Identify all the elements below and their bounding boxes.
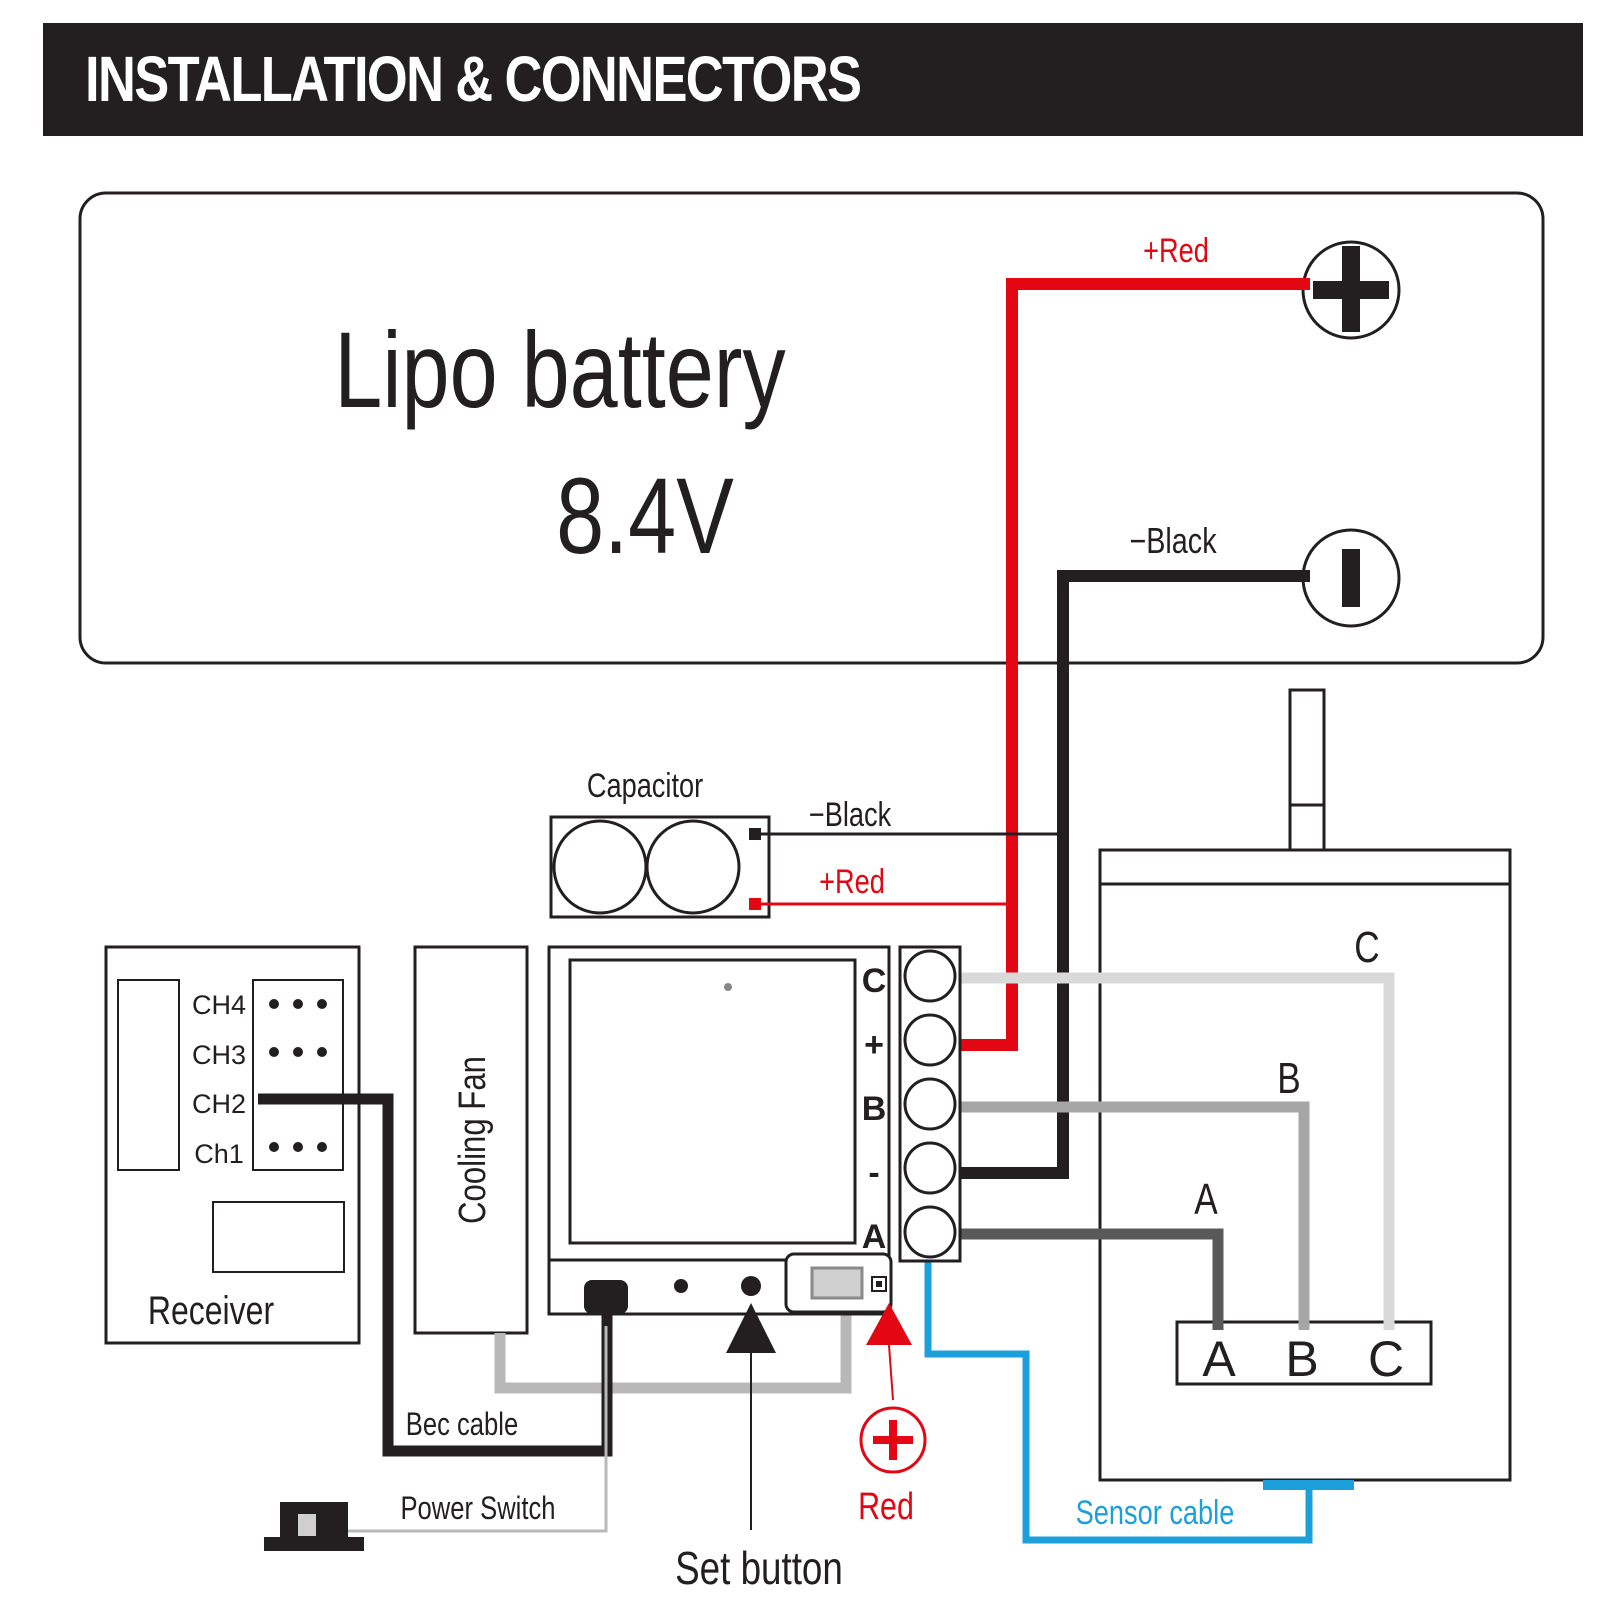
- battery-positive-terminal: [1301, 240, 1401, 340]
- motor: [1098, 688, 1512, 1482]
- esc-led: [674, 1279, 688, 1293]
- bec-cable-grey: [494, 1296, 852, 1394]
- capacitor-label: Capacitor: [587, 766, 703, 805]
- phase-b-wire-label: B: [1277, 1054, 1300, 1103]
- page-title: INSTALLATION & CONNECTORS: [85, 43, 862, 115]
- power-switch-wire: [348, 1326, 608, 1533]
- motor-phase-block: [1175, 1320, 1433, 1386]
- phase-c-wire: [952, 972, 1395, 1330]
- lipo-battery: Lipo battery 8.4V: [78, 191, 1545, 665]
- cooling-fan: Cooling Fan: [413, 945, 529, 1335]
- minus-icon: [1342, 549, 1360, 607]
- esc-unit: C + B - A: [547, 945, 962, 1316]
- header-banner: INSTALLATION & CONNECTORS: [43, 23, 1583, 136]
- set-button[interactable]: [741, 1276, 761, 1296]
- battery-name: Lipo battery: [334, 309, 786, 430]
- set-button-arrow: [726, 1303, 776, 1353]
- battery-black-wire: [952, 570, 1310, 1179]
- terminal-plus: +: [864, 1026, 884, 1064]
- capacitor-negative-label: −Black: [809, 795, 892, 834]
- channel-ch3: CH3: [192, 1040, 246, 1070]
- power-switch[interactable]: Power Switch: [264, 1326, 608, 1551]
- battery-body: [78, 191, 1545, 665]
- receiver: CH4 CH3 CH2 Ch1 Receiver: [104, 945, 361, 1345]
- receiver-label: Receiver: [148, 1288, 274, 1333]
- terminal-a: A: [862, 1218, 887, 1256]
- red-plus-marker: [859, 1406, 927, 1474]
- power-switch-label: Power Switch: [400, 1491, 555, 1526]
- motor-phase-c: C: [1368, 1331, 1404, 1387]
- battery-negative-label: −Black: [1129, 520, 1217, 561]
- capacitor: Capacitor −Black +Red: [549, 766, 1063, 919]
- battery-negative-terminal: [1301, 528, 1401, 628]
- channel-ch4: CH4: [192, 990, 246, 1020]
- phase-c-wire-label: C: [1354, 923, 1379, 972]
- set-button-label: Set button: [675, 1542, 843, 1594]
- channel-ch1: Ch1: [194, 1139, 244, 1169]
- phase-b-wire: [952, 1101, 1310, 1330]
- terminal-c: C: [862, 962, 887, 1000]
- motor-phase-b: B: [1285, 1331, 1318, 1387]
- battery-voltage: 8.4V: [556, 455, 734, 576]
- battery-positive-label: +Red: [1143, 231, 1209, 270]
- red-arrow: [866, 1303, 912, 1345]
- motor-shaft: [1288, 688, 1326, 852]
- terminal-minus: -: [868, 1154, 879, 1192]
- phase-a-wire: [952, 1228, 1224, 1330]
- battery-red-wire: [956, 278, 1310, 1051]
- channel-ch2: CH2: [192, 1089, 246, 1119]
- phase-a-wire-label: A: [1194, 1175, 1218, 1224]
- capacitor-positive-label: +Red: [819, 862, 885, 901]
- sensor-cable-label: Sensor cable: [1076, 1493, 1235, 1532]
- terminal-b: B: [862, 1090, 887, 1128]
- motor-phase-a: A: [1202, 1331, 1236, 1387]
- cooling-fan-label: Cooling Fan: [452, 1056, 494, 1224]
- cooling-fan-body: [413, 945, 529, 1335]
- bec-cable-label: Bec cable: [406, 1407, 518, 1442]
- red-label: Red: [858, 1486, 914, 1528]
